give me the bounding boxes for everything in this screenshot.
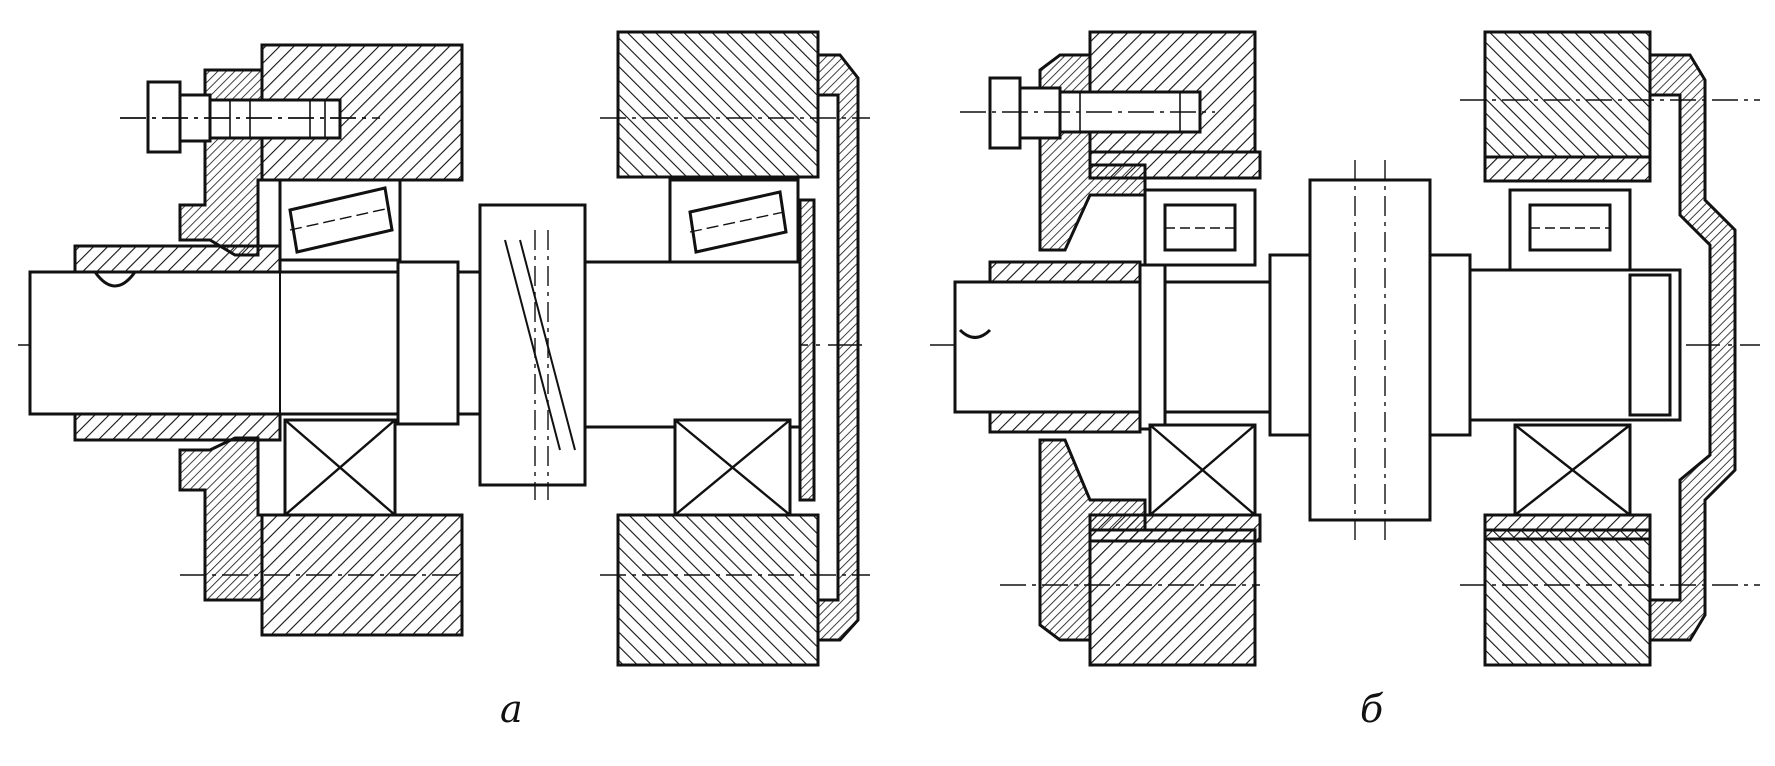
- housing-left-bottom-b: [1088, 528, 1257, 667]
- shaft-collar-a: [396, 260, 460, 426]
- spur-gear-b: [1268, 160, 1472, 540]
- caption-b: б: [1360, 687, 1384, 731]
- assembly-a: [18, 30, 870, 667]
- shaft-right-a: [583, 260, 802, 429]
- end-cover-right-a: [816, 53, 860, 642]
- shaft-step-b: [1138, 263, 1167, 431]
- bolt-b: [960, 76, 1215, 150]
- seal-sleeve-top-b: [988, 260, 1142, 284]
- seal-sleeve-bottom-a: [73, 412, 282, 442]
- bushing-right-bottom-b: [1483, 513, 1652, 541]
- assembly-b: [930, 30, 1760, 667]
- housing-right-top-b: [1483, 30, 1652, 159]
- roller-bearing-left-b: [1143, 188, 1257, 267]
- keyway-b: [958, 328, 992, 339]
- bushing-bottom-b: [1088, 513, 1262, 543]
- dome-cover-right-b: [1648, 53, 1737, 642]
- tapered-roller-bearing-right-a: [668, 178, 800, 264]
- bushing-right-top-b: [1483, 155, 1652, 183]
- caption-a: а: [500, 687, 523, 731]
- seal-sleeve-bottom-b: [988, 410, 1142, 434]
- housing-right-top-a: [616, 30, 820, 179]
- end-cover-inner-a: [798, 198, 816, 502]
- tapered-roller-bearing-left-a: [278, 178, 402, 262]
- housing-right-bottom-a: [616, 513, 820, 667]
- roller-bearing-right-b: [1508, 188, 1632, 272]
- keyway-a: [93, 271, 137, 288]
- seal-sleeve-top-a: [73, 244, 282, 274]
- bearing-cap-left-bottom-a: [178, 436, 264, 602]
- ball-bearing-right-a: [673, 418, 792, 517]
- ball-bearing-left-a: [283, 418, 397, 517]
- housing-right-bottom-b: [1483, 528, 1652, 667]
- helical-gear-a: [478, 203, 587, 500]
- end-nut-b: [1628, 273, 1672, 417]
- ball-bearing-left-b: [1148, 423, 1257, 517]
- bushing-top-b: [1088, 150, 1262, 180]
- ball-bearing-right-b: [1513, 423, 1632, 517]
